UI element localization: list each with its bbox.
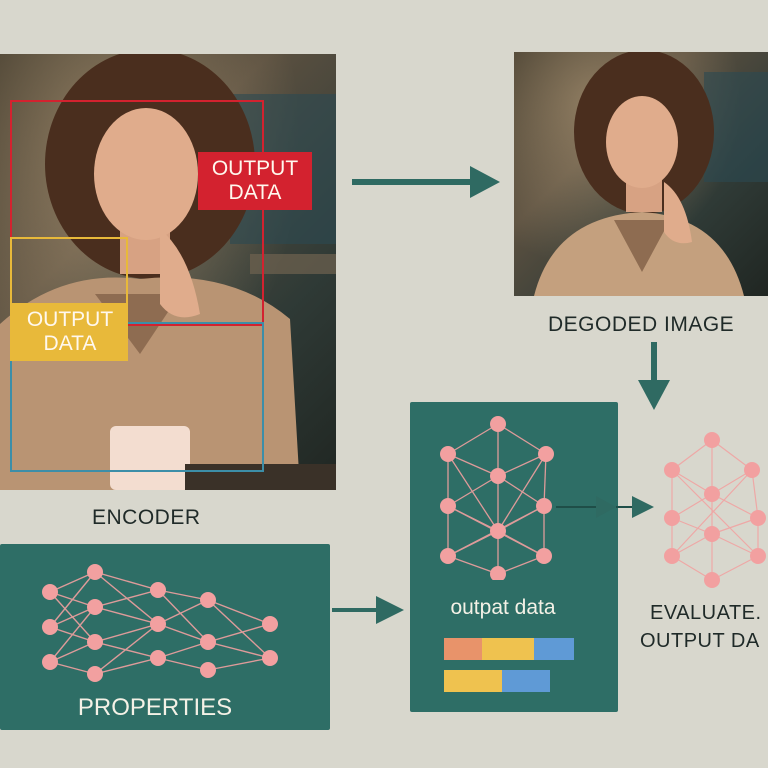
- output-data-panel: outpat data: [410, 402, 618, 712]
- portrait-illustration: [0, 54, 336, 490]
- output-bar-row-1: [444, 638, 574, 660]
- arrow-right-icon-2: [332, 596, 404, 624]
- output-data-label: outpat data: [450, 596, 556, 619]
- bar-segment: [444, 638, 482, 660]
- decoded-portrait-illustration: [534, 52, 768, 296]
- output-bar-row-2: [444, 670, 550, 692]
- tag-red-line2: DATA: [228, 181, 282, 204]
- properties-panel: PROPERTIES: [0, 544, 330, 730]
- evaluate-label-line1: EVALUATE.: [650, 602, 762, 624]
- bar-segment: [534, 638, 574, 660]
- output-data-tag-yellow: OUTPUT DATA: [12, 303, 128, 361]
- output-data-tag-red: OUTPUT DATA: [198, 152, 312, 210]
- encoder-caption: ENCODER: [92, 506, 201, 529]
- tag-yellow-line1: OUTPUT: [26, 308, 114, 331]
- tag-red-line1: OUTPUT: [211, 157, 299, 180]
- arrow-right-icon-3: [556, 496, 654, 518]
- arrow-down-icon: [638, 342, 670, 410]
- lower-detection-box: [10, 322, 264, 472]
- output-network-icon: [440, 416, 554, 580]
- tag-yellow-line2: DATA: [43, 332, 97, 355]
- evaluate-network-icon: [664, 432, 766, 588]
- decoded-image-photo: [514, 52, 768, 296]
- evaluate-label-line2: OUTPUT DA: [640, 630, 760, 652]
- arrow-right-icon: [352, 166, 500, 198]
- bar-segment: [444, 670, 502, 692]
- encoder-input-photo: [0, 54, 336, 490]
- bar-segment: [482, 638, 534, 660]
- decoded-image-caption: DEGODED IMAGE: [548, 313, 735, 336]
- properties-label: PROPERTIES: [77, 694, 233, 721]
- face-detection-box: [10, 100, 264, 326]
- bar-segment: [502, 670, 550, 692]
- properties-network-icon: [42, 564, 278, 682]
